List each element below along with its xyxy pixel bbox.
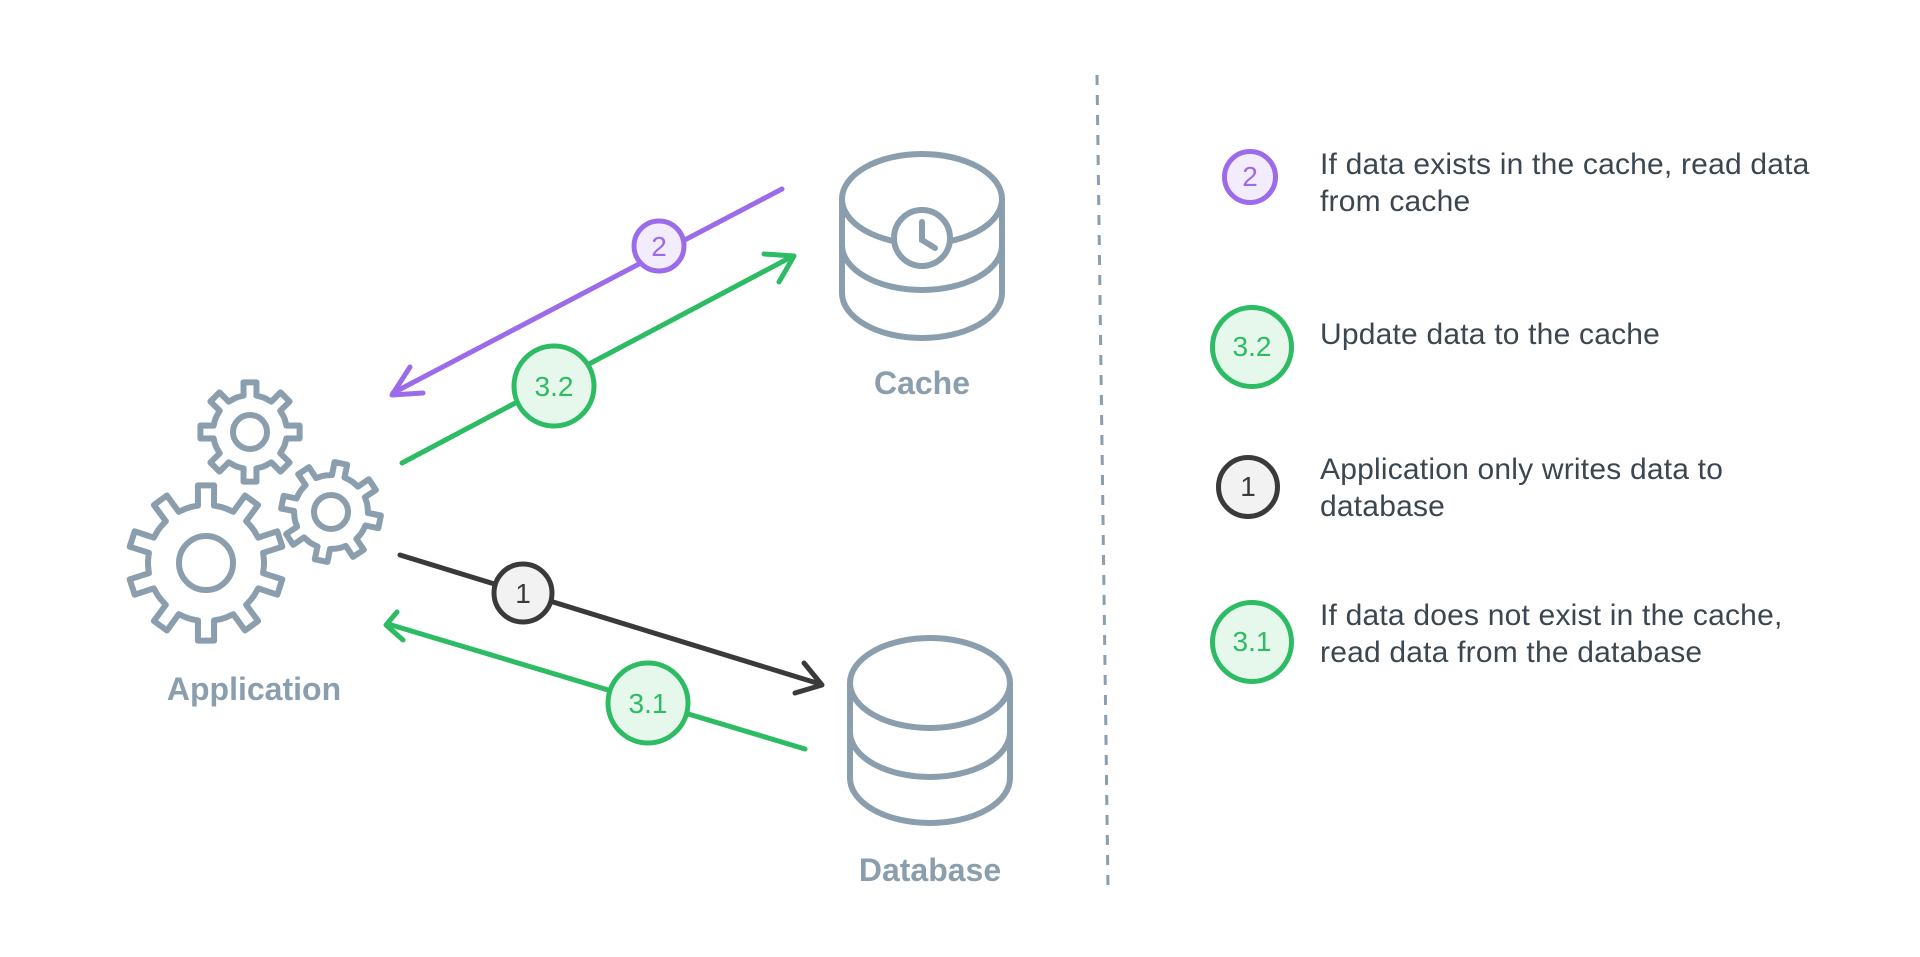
badge-step-3-1-label: 3.1 [629,688,668,719]
legend-text-step-1: Application only writes data to database [1320,453,1724,523]
badge-step-1-label: 1 [515,578,531,609]
small-gear-icon [197,379,303,485]
badge-step-3-2: 3.2 [511,343,597,429]
arrow-step-3-2 [399,251,797,466]
arrow-step-2 [389,186,785,398]
legend-badge-step-3-2: 3.2 [1210,305,1294,389]
legend-text-step-3-2: Update data to the cache [1320,318,1661,351]
legend-text-step-3-1: If data does not exist in the cache, rea… [1320,599,1783,669]
divider [1095,74,1110,889]
arrow-step-3-1 [383,609,808,752]
badge-step-3-2-label: 3.2 [535,371,574,402]
database-icon [847,635,1013,826]
application-label: Application [167,671,341,707]
legend-text-step-2: If data exists in the cache, read data f… [1320,148,1810,218]
badge-step-2: 2 [631,218,687,274]
badge-step-3-1: 3.1 [605,660,691,746]
small-gear-icon [278,459,384,565]
legend-badge-step-3-1: 3.1 [1210,600,1294,684]
legend-badge-step-1: 1 [1216,455,1280,519]
badge-step-2-label: 2 [651,231,667,262]
application-gears-icon [126,379,384,644]
legend-badge-step-2: 2 [1222,149,1278,205]
badge-step-1: 1 [491,561,555,625]
database-label: Database [859,852,1001,888]
large-gear-icon [126,482,286,644]
clock-icon [891,207,953,269]
cache-label: Cache [874,365,970,401]
arrow-step-1 [397,552,825,696]
